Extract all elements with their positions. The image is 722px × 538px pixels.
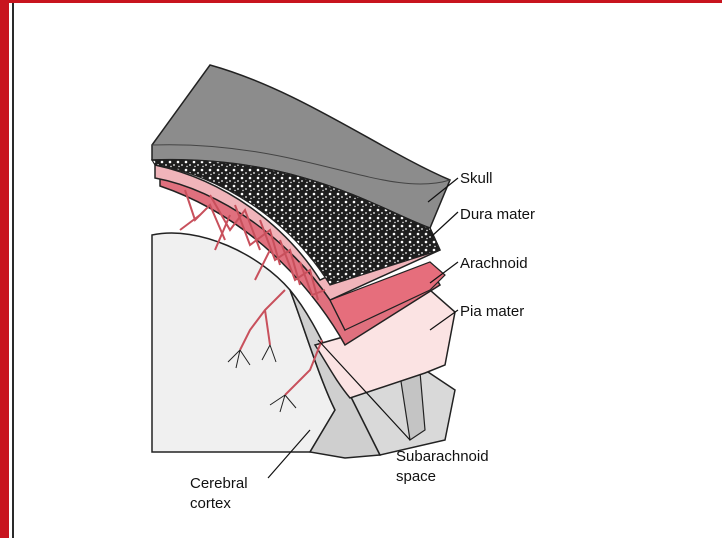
label-arachnoid: Arachnoid [460, 255, 528, 272]
label-skull: Skull [460, 170, 493, 187]
label-cerebral: Cerebral [190, 475, 248, 492]
label-cortex: cortex [190, 495, 231, 512]
label-dura-mater: Dura mater [460, 206, 535, 223]
label-pia-mater: Pia mater [460, 303, 524, 320]
label-subarachnoid-space: space [396, 468, 436, 485]
label-subarachnoid: Subarachnoid [396, 448, 489, 465]
